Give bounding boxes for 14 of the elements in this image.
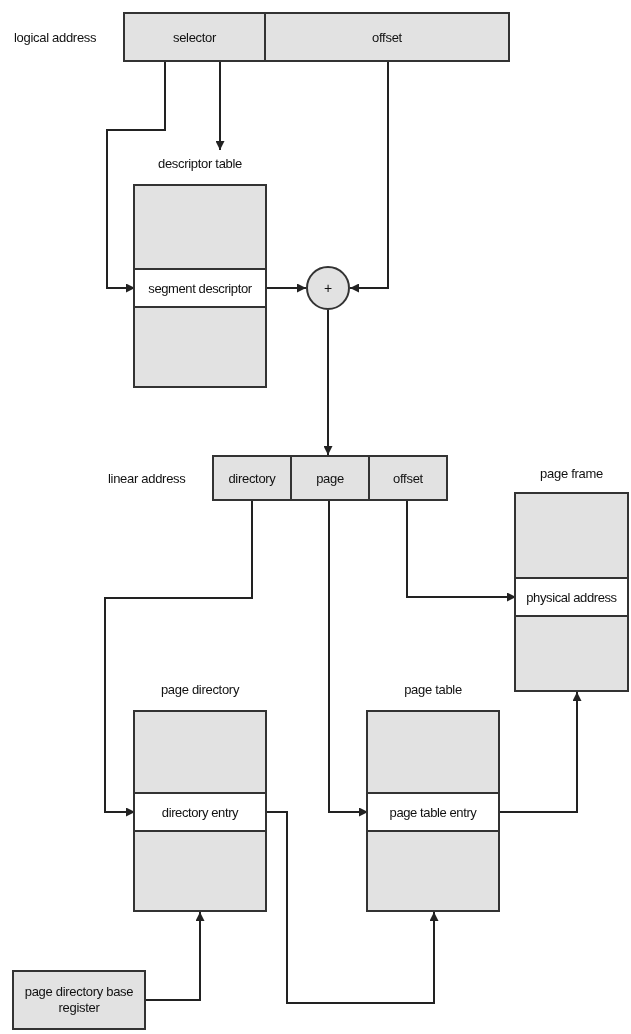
- table-entry: physical address: [516, 577, 627, 617]
- register-box: page directory base register: [12, 970, 146, 1030]
- arrow: [145, 911, 205, 1001]
- table-heading: page table: [403, 682, 463, 697]
- table-entry: page table entry: [368, 792, 498, 832]
- register-label: linear address: [108, 470, 186, 486]
- register-label: logical address: [14, 29, 97, 45]
- table-heading: page frame: [539, 466, 604, 481]
- adder-circle: +: [306, 266, 350, 310]
- table-entry: directory entry: [135, 792, 265, 832]
- arrow: [323, 309, 333, 456]
- table-heading: descriptor table: [156, 156, 244, 171]
- table-heading: page directory: [159, 682, 241, 697]
- table-entry: segment descriptor: [135, 268, 265, 308]
